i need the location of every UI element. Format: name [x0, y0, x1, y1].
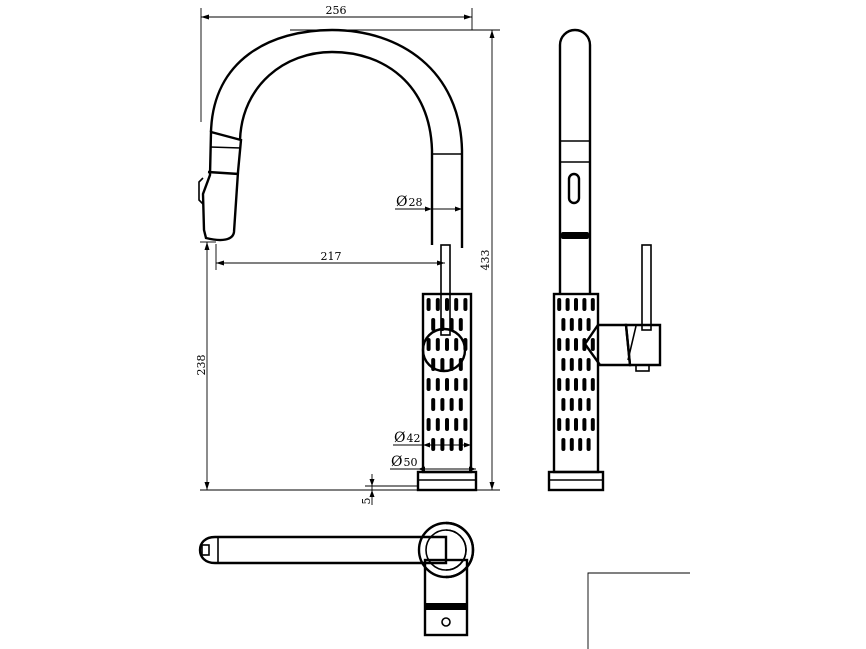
body-slot	[565, 298, 570, 311]
body-slot	[445, 418, 449, 431]
body-slot	[463, 298, 468, 311]
handle-hub-side	[583, 323, 632, 367]
body-slot	[431, 438, 436, 451]
body-slot	[578, 358, 583, 371]
body-slot	[565, 378, 570, 391]
body-slot	[561, 438, 566, 451]
body-slot	[574, 298, 578, 311]
body-slot	[561, 358, 566, 371]
body-slot	[454, 298, 459, 311]
body-slot	[445, 298, 449, 311]
dim-base-diameter: Ø50	[391, 454, 417, 470]
body-slot	[557, 338, 562, 351]
dim-deck-thickness: 5	[360, 498, 373, 505]
body-slot	[435, 298, 440, 311]
handle-knob	[421, 327, 467, 373]
body-slot	[582, 418, 587, 431]
body-slot	[578, 318, 583, 331]
dim-total-height: 433	[479, 250, 492, 271]
body-slot	[454, 378, 459, 391]
body-slot	[574, 418, 578, 431]
body-slot	[426, 418, 431, 431]
body-slot	[463, 378, 468, 391]
base-plate-side	[547, 470, 605, 492]
body-slot	[463, 418, 468, 431]
body-slot	[458, 438, 463, 451]
body-slot	[590, 298, 595, 311]
front-view	[198, 28, 478, 492]
dim-handle-diameter: Ø42	[394, 430, 420, 446]
body-slot	[578, 398, 583, 411]
body-slot	[458, 398, 463, 411]
dim-total-width: 256	[326, 4, 347, 17]
body-slot	[426, 378, 431, 391]
body-slots-front	[426, 298, 468, 451]
body-slot	[586, 358, 591, 371]
body-slot	[449, 438, 454, 451]
body-slots-side	[557, 298, 595, 451]
body-slot	[449, 318, 454, 331]
side-view	[547, 28, 662, 492]
pull-down-head	[201, 130, 243, 242]
body-slot	[557, 418, 562, 431]
body-slot	[445, 338, 449, 351]
body-slot	[454, 338, 459, 351]
frame-corner	[587, 572, 690, 649]
body-slot	[569, 318, 574, 331]
spout-arm-top	[198, 535, 448, 565]
body-slot	[569, 398, 574, 411]
body-slot	[578, 438, 583, 451]
body-slot	[431, 318, 436, 331]
body-slot	[431, 398, 436, 411]
base-plate-front	[416, 470, 478, 492]
spray-button	[567, 172, 581, 205]
body-slot	[586, 398, 591, 411]
body-slot	[440, 358, 445, 371]
dim-spout-diameter: Ø28	[396, 194, 422, 210]
top-view	[198, 521, 475, 637]
body-slot	[449, 398, 454, 411]
dim-spout-height: 238	[195, 355, 208, 376]
body-slot	[435, 418, 440, 431]
body-slot	[557, 378, 562, 391]
spout-outer-curve	[209, 28, 464, 248]
body-slot	[435, 338, 440, 351]
body-slot	[426, 338, 431, 351]
body-slot	[426, 298, 431, 311]
body-slot	[569, 438, 574, 451]
body-slot	[440, 318, 445, 331]
body-slot	[435, 378, 440, 391]
body-slot	[574, 338, 578, 351]
body-slot	[586, 438, 591, 451]
body-slot	[557, 298, 562, 311]
lever-front	[440, 244, 451, 336]
body-slot	[458, 318, 463, 331]
body-slot	[565, 418, 570, 431]
body-slot	[586, 318, 591, 331]
dim-spout-reach: 217	[321, 250, 342, 263]
body-slot	[440, 398, 445, 411]
mount-hole	[441, 617, 451, 627]
body-slot	[590, 418, 595, 431]
body-slot	[590, 378, 595, 391]
spout-inner-curve	[238, 50, 434, 245]
body-slot	[574, 378, 578, 391]
dimension-lines: 256 433 217 238 Ø28 Ø42 Ø50 5	[195, 4, 500, 505]
body-slot	[449, 358, 454, 371]
body-slot	[569, 358, 574, 371]
body-band-top	[425, 603, 467, 610]
body-slot	[445, 378, 449, 391]
spray-outlet	[561, 232, 589, 239]
body-slot	[561, 398, 566, 411]
body-slot	[561, 318, 566, 331]
body-slot	[565, 338, 570, 351]
spout-side	[558, 28, 592, 294]
lever-side	[641, 244, 652, 331]
body-slot	[440, 438, 445, 451]
body-slot	[582, 298, 587, 311]
body-slot	[590, 338, 595, 351]
body-slot	[582, 378, 587, 391]
body-slot	[454, 418, 459, 431]
